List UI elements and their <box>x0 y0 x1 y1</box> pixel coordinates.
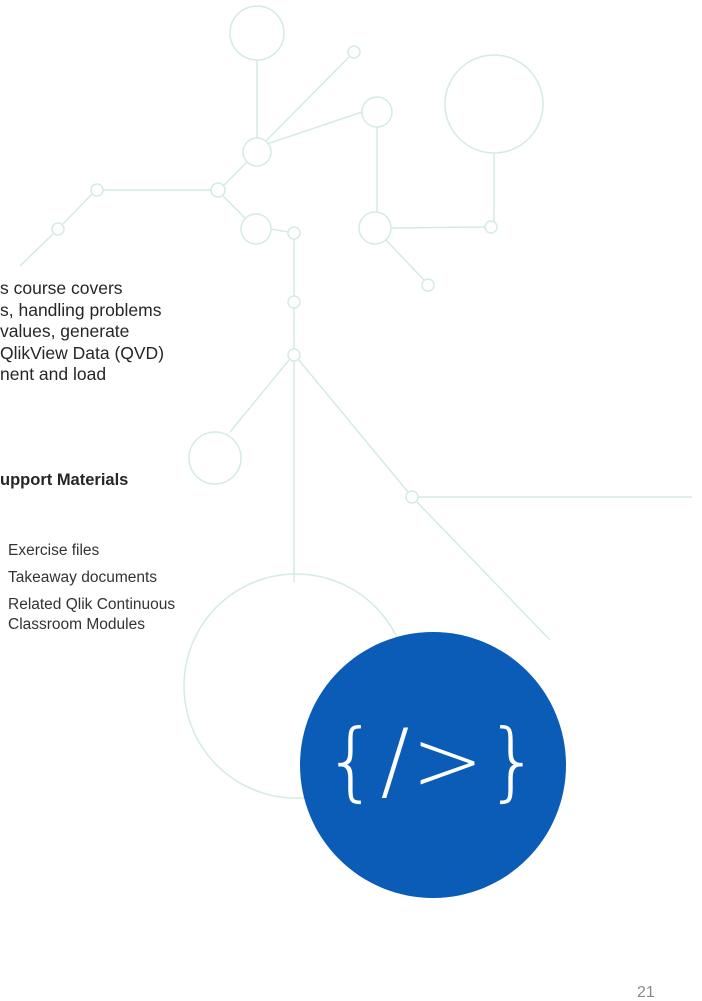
support-item-classroom-modules: Classroom Modules <box>8 616 145 633</box>
network-node <box>51 222 65 236</box>
description-line: nent and load <box>0 364 107 384</box>
support-item-takeaway-documents: Takeaway documents <box>8 569 158 586</box>
network-node <box>421 278 435 292</box>
support-item-exercise-files: Exercise files <box>8 542 100 559</box>
network-node <box>210 182 226 198</box>
network-node <box>358 211 392 245</box>
network-node <box>361 96 393 128</box>
description-line: QlikView Data (QVD) <box>0 342 165 363</box>
support-item-related-modules: Related Qlik Continuous <box>8 596 176 613</box>
network-node <box>347 45 361 59</box>
network-node <box>287 226 301 240</box>
network-node <box>287 295 301 309</box>
network-node <box>90 183 104 197</box>
network-node <box>229 5 285 61</box>
code-badge: {/>} <box>300 632 566 898</box>
network-node <box>405 490 419 504</box>
code-brackets-icon: {/>} <box>323 711 543 811</box>
network-node <box>242 137 272 167</box>
network-node <box>240 213 272 245</box>
description-line: values, generate <box>0 321 130 341</box>
network-node <box>444 54 544 154</box>
description-line: s, handling problems <box>0 299 162 320</box>
page-number: 21 <box>637 984 655 1001</box>
network-node <box>188 431 242 485</box>
support-materials-heading: upport Materials <box>0 471 129 489</box>
network-node <box>484 220 498 234</box>
description-line: s course covers <box>0 278 123 298</box>
